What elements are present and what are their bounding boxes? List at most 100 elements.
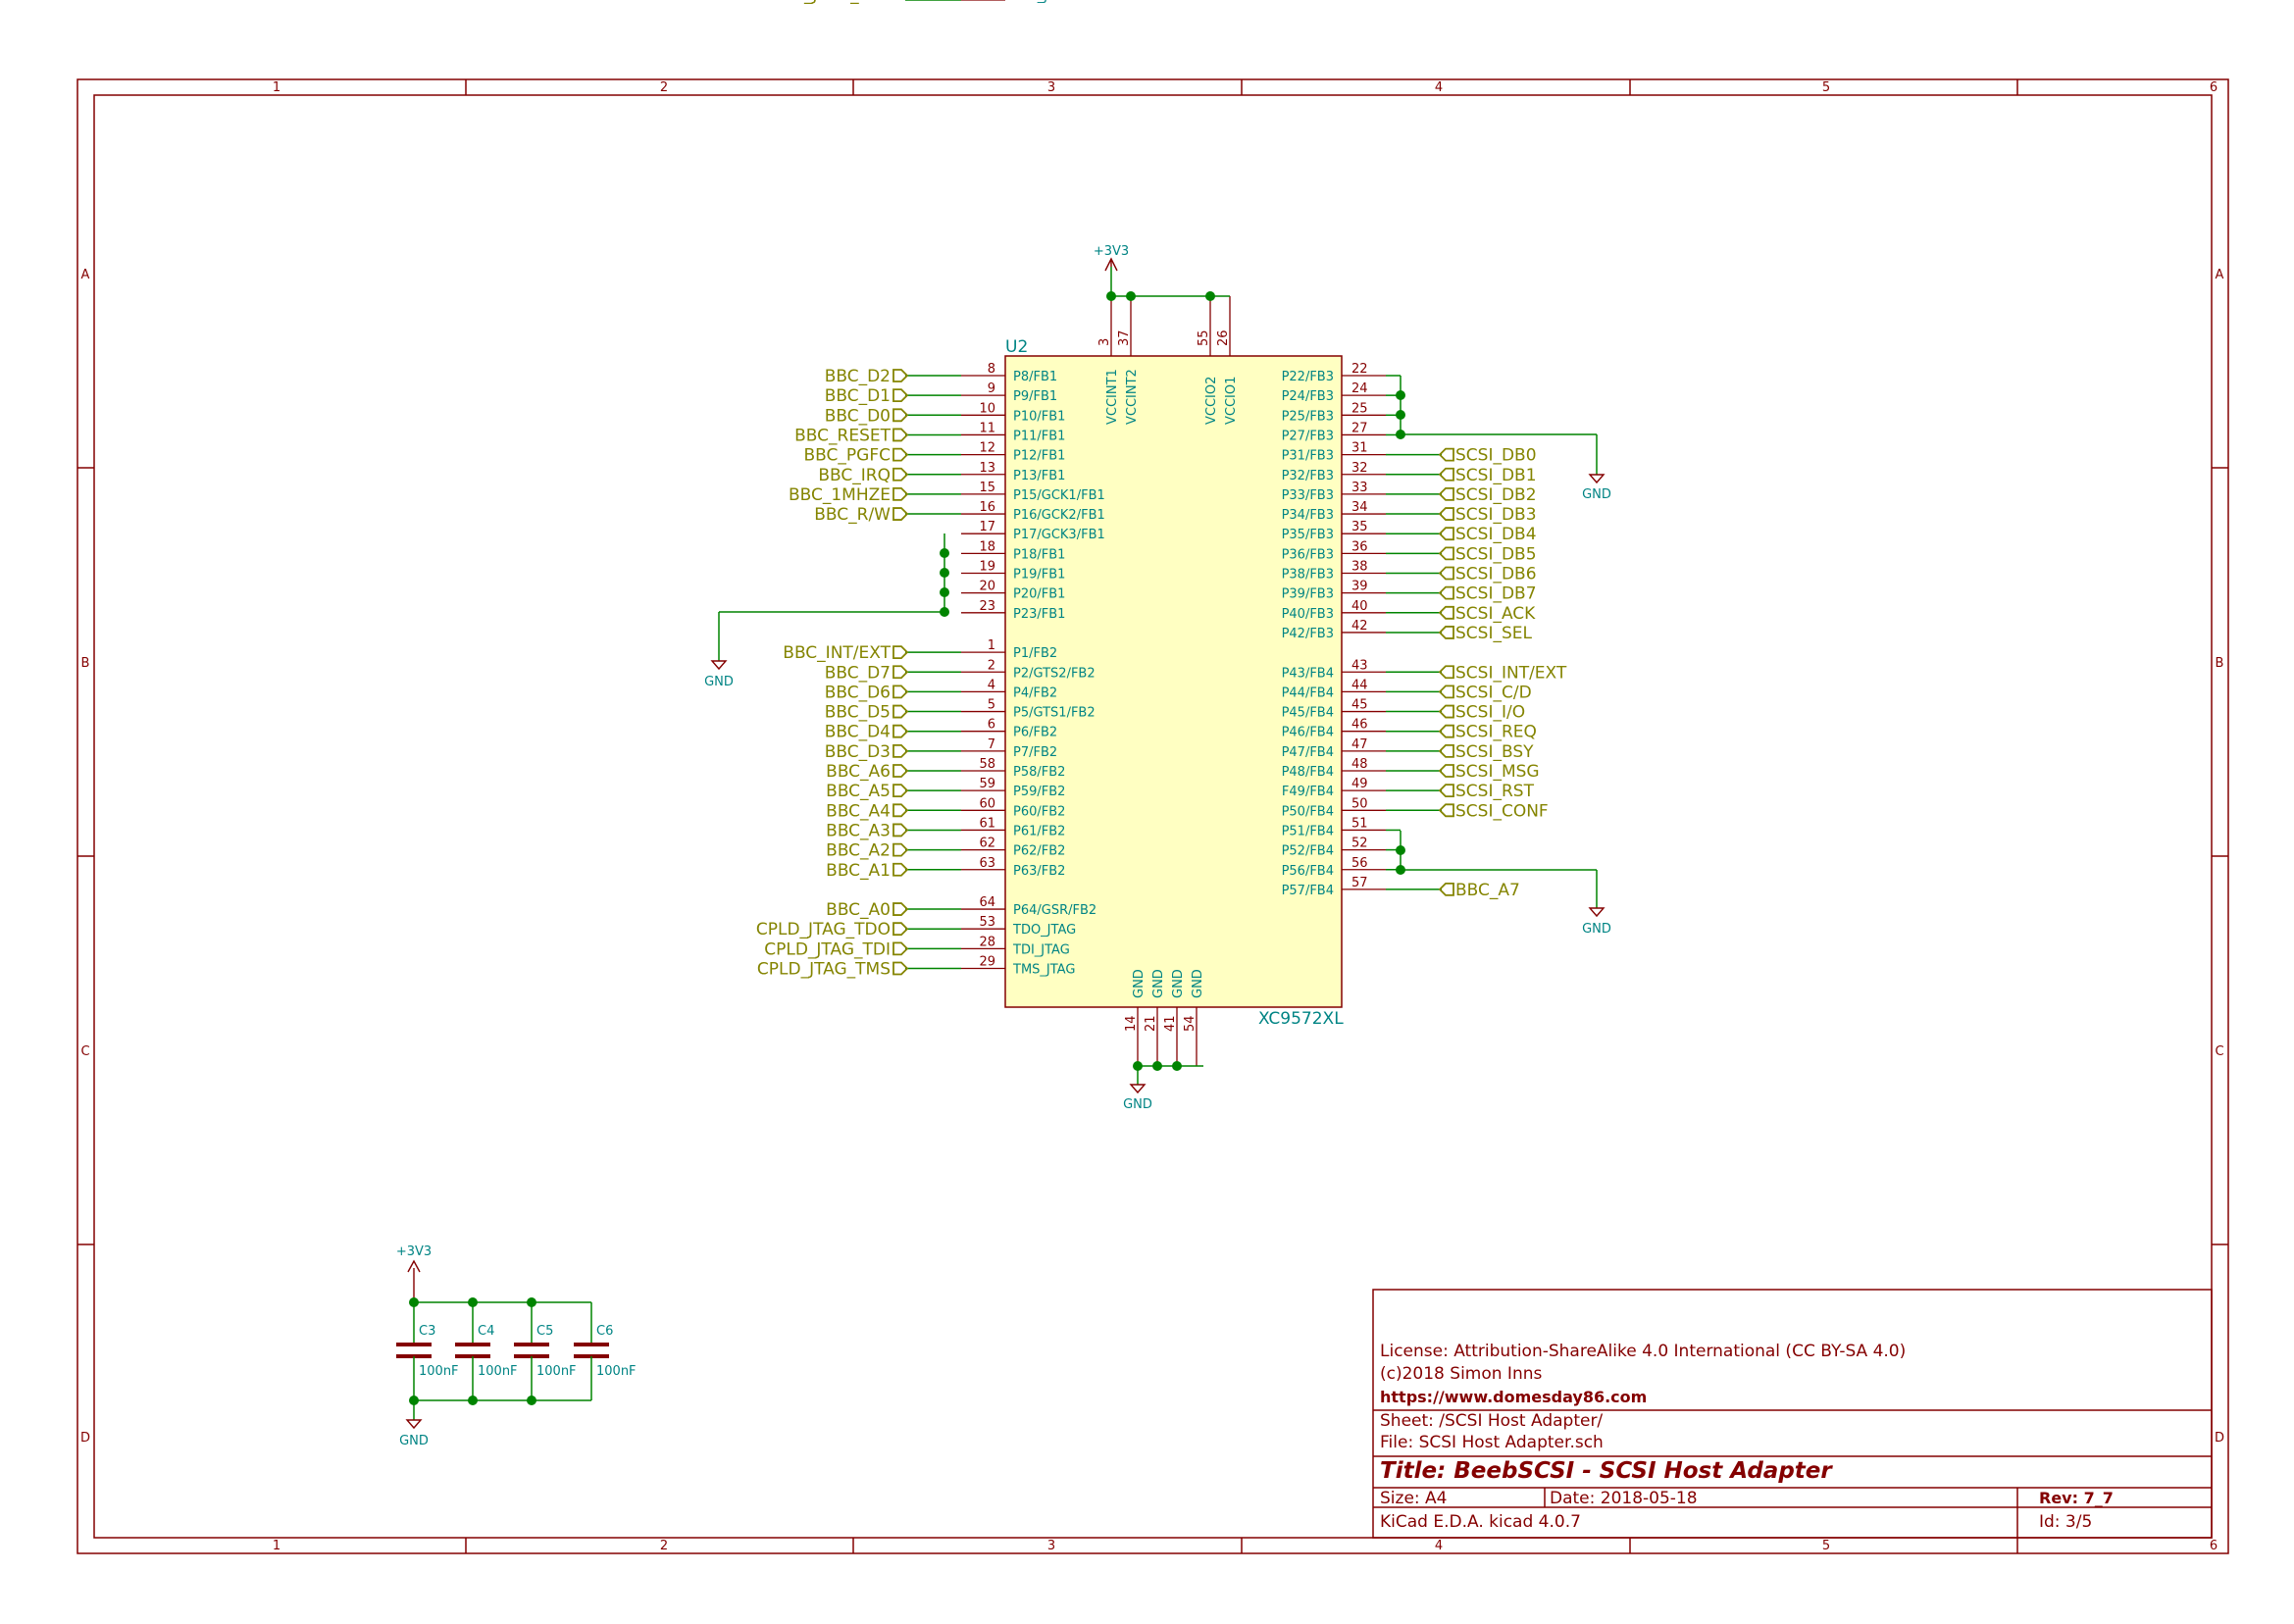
pin-name: P34/FB3 bbox=[1282, 508, 1334, 523]
outer-frame bbox=[76, 78, 2229, 1554]
pin-name: P6/FB2 bbox=[1013, 726, 1057, 740]
pin-number: 5 bbox=[988, 698, 995, 713]
vcc-symbol-u2: +3V3 bbox=[1094, 244, 1129, 272]
pin-number: 46 bbox=[1351, 718, 1368, 733]
capacitor-ref: C3 bbox=[419, 1324, 435, 1339]
net-label-bbc-a6: BBC_A6 bbox=[826, 762, 891, 782]
pin-name: P22/FB3 bbox=[1282, 370, 1334, 384]
pin-name: P32/FB3 bbox=[1282, 469, 1334, 483]
pin-name: GND bbox=[1191, 969, 1205, 998]
net-label-bbc-a2: BBC_A2 bbox=[826, 841, 891, 861]
net-label-bbc-int-ext: BBC_INT/EXT bbox=[783, 643, 891, 663]
zone-row-d-left: D bbox=[80, 1431, 90, 1446]
zone-col-4-top: 4 bbox=[1435, 80, 1443, 95]
title-block bbox=[1372, 1289, 2213, 1539]
pin-name: P9/FB1 bbox=[1013, 389, 1057, 404]
pin-name: P45/FB4 bbox=[1282, 706, 1334, 721]
zone-row-a-right: A bbox=[2216, 268, 2224, 282]
net-label-bbc-d4: BBC_D4 bbox=[825, 723, 891, 742]
net-label-scsi-db2: SCSI_DB2 bbox=[1455, 485, 1537, 505]
pin-number: 52 bbox=[1351, 837, 1368, 851]
net-label-bbc-a7: BBC_A7 bbox=[1455, 881, 1520, 900]
vcc-label-caps: +3V3 bbox=[396, 1244, 432, 1259]
pin-name: TDI_JTAG bbox=[1012, 942, 1070, 957]
pin-name: P42/FB3 bbox=[1282, 627, 1334, 641]
pin-number: 30 bbox=[979, 0, 995, 4]
pin-number: 28 bbox=[979, 935, 995, 949]
pin-name: P7/FB2 bbox=[1013, 745, 1057, 760]
url-link[interactable]: https://www.domesday86.com bbox=[1380, 1388, 1647, 1406]
u2-body[interactable] bbox=[1004, 355, 1343, 1008]
gnd-symbol-right-top: GND bbox=[1582, 474, 1611, 502]
pin-number: 64 bbox=[979, 895, 995, 910]
